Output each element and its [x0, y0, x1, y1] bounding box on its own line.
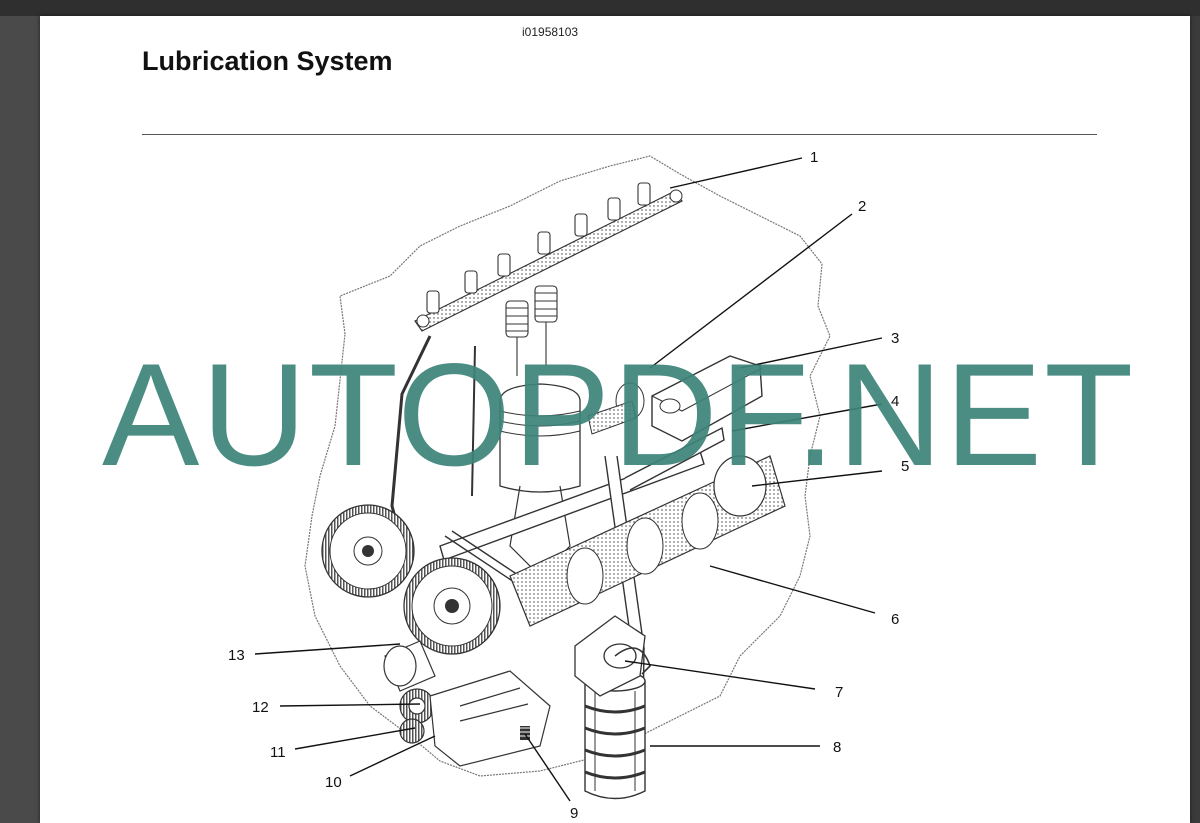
callout-12: 12: [252, 699, 269, 716]
engine-lubrication-illustration: 1 2 3 4 5 6 7 8 9 10 11 12 13: [228, 149, 909, 822]
title-divider: [142, 134, 1097, 135]
valve-springs: [505, 285, 558, 376]
oil-drain-plug: [518, 726, 532, 740]
viewer-top-bar: [0, 0, 1200, 16]
engine-block-outline: [304, 155, 831, 777]
watermark: AUTOPDF.NET: [102, 333, 1136, 496]
callout-1: 1: [810, 149, 818, 166]
document-id: i01958103: [522, 25, 579, 39]
callout-3: 3: [891, 330, 899, 347]
callout-8: 8: [833, 739, 841, 756]
callout-5: 5: [901, 458, 909, 475]
callout-10: 10: [325, 774, 342, 791]
viewer-right-gutter[interactable]: [1190, 16, 1200, 823]
callout-6: 6: [891, 611, 899, 628]
callout-9: 9: [570, 805, 578, 822]
viewer-left-gutter: [0, 16, 40, 823]
callout-2: 2: [858, 198, 866, 215]
callout-leader-lines: [254, 157, 883, 802]
crankshaft: [509, 455, 786, 627]
camshaft-gear: [321, 504, 415, 598]
oil-cooler: [587, 355, 763, 442]
crankshaft-gear: [403, 557, 501, 655]
callout-11: 11: [270, 744, 286, 761]
oil-pump-assembly: [383, 640, 551, 767]
callout-13: 13: [228, 647, 245, 664]
rocker-shaft-assembly: [414, 182, 683, 332]
callout-7: 7: [835, 684, 843, 701]
callout-4: 4: [891, 393, 899, 410]
document-page: i01958103 Lubrication System: [40, 16, 1190, 823]
page-title: Lubrication System: [142, 46, 393, 76]
